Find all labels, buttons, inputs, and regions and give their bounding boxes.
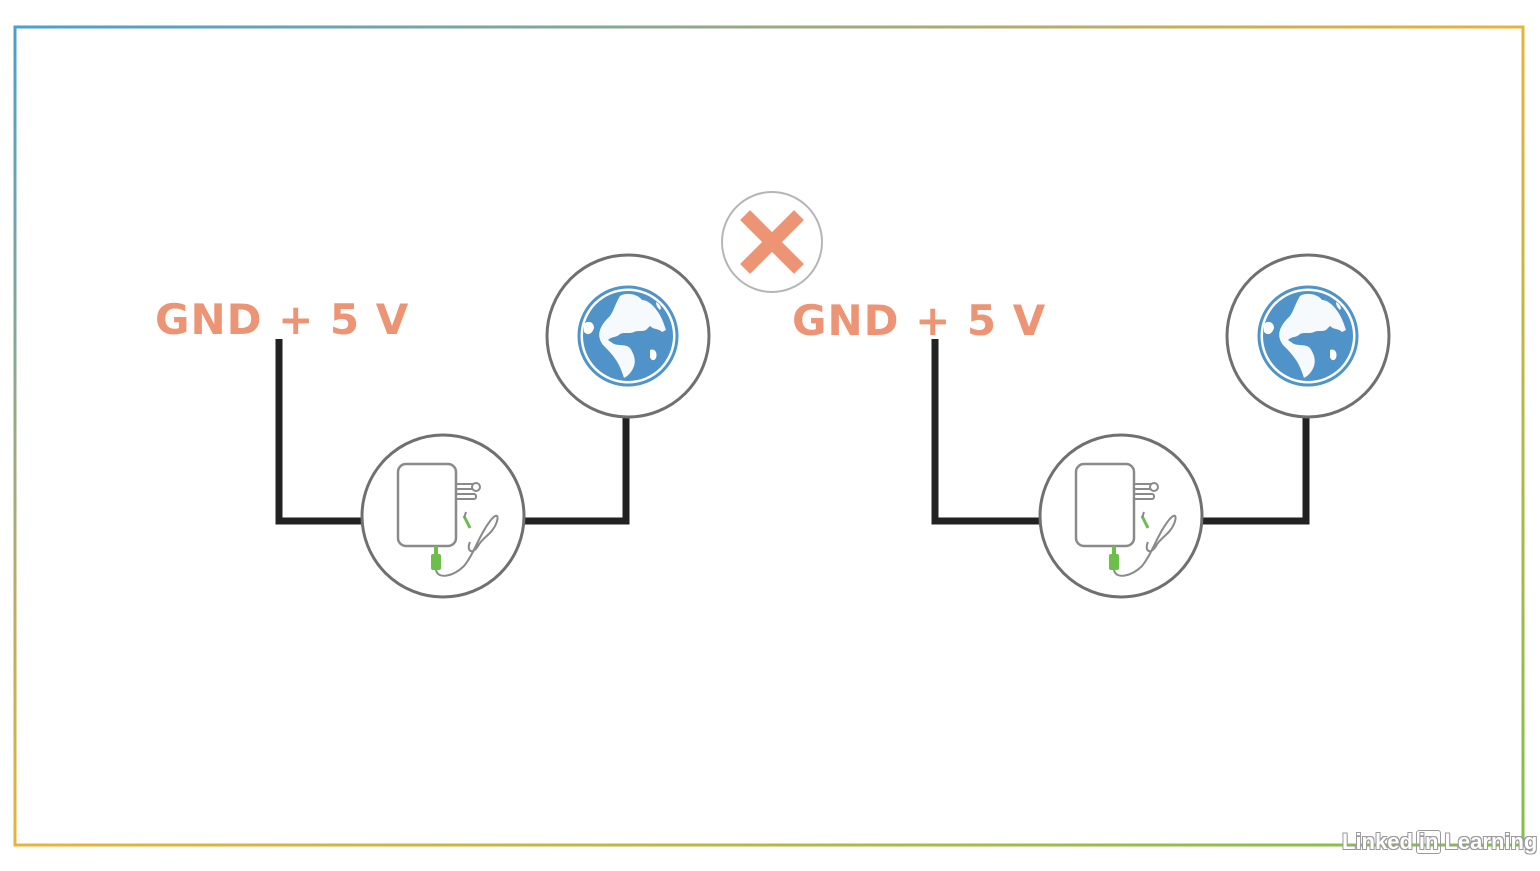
left-gnd-wire [275,339,364,525]
right-gnd-wire [931,339,1042,525]
left-circuit [275,253,711,599]
cross-icon [740,210,804,274]
left-mains-wire [524,417,630,525]
watermark-part3: Learning [1444,829,1538,854]
globe-icon [1257,285,1359,387]
right-mains-wire [1202,417,1310,525]
watermark-part1: Linked [1342,829,1413,854]
right-voltage-label: GND + 5 V [792,296,1047,345]
cross-badge [721,191,823,293]
globe-icon [577,285,679,387]
left-voltage-label: GND + 5 V [155,295,410,344]
right-circuit [931,253,1391,599]
frame-border [13,25,1525,847]
watermark-in-logo: in [1415,830,1442,854]
